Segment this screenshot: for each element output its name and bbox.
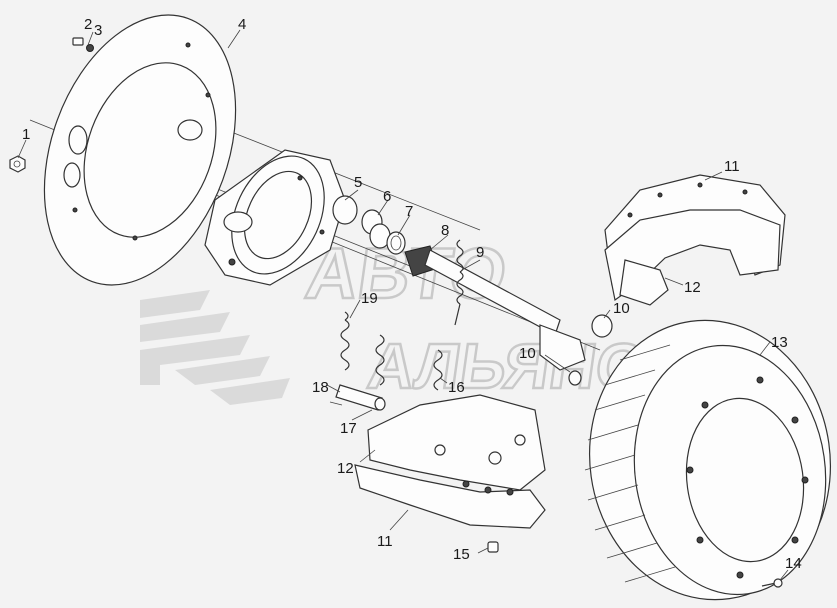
- label-part-11-upper: 11: [724, 158, 740, 175]
- ring-part-7: [386, 231, 406, 255]
- bolt-part-2: [72, 37, 94, 52]
- label-part-16: 16: [448, 379, 465, 396]
- backing-plate: [43, 14, 237, 286]
- leader-lines: [17, 29, 789, 581]
- watermark-text-line1: АВТО: [301, 234, 512, 314]
- lower-brake-shoe: [354, 394, 546, 529]
- upper-brake-shoe: [604, 174, 786, 306]
- label-part-10-lower: 10: [519, 345, 536, 362]
- camshaft-part-8: [404, 245, 586, 371]
- label-part-9: 9: [476, 244, 484, 261]
- label-part-4: 4: [238, 16, 246, 33]
- pin-part-18: [329, 384, 386, 411]
- label-part-12-lower: 12: [337, 460, 354, 477]
- label-part-7: 7: [405, 203, 413, 220]
- brake-drum: [584, 319, 832, 601]
- label-part-17: 17: [340, 420, 357, 437]
- roller-part-10-upper: [591, 314, 613, 338]
- drum-fins: [584, 344, 676, 583]
- label-part-14: 14: [785, 555, 802, 572]
- label-part-6: 6: [383, 188, 391, 205]
- label-part-13: 13: [771, 334, 788, 351]
- label-part-1: 1: [22, 126, 30, 143]
- bolt-part-14: [761, 578, 783, 588]
- label-part-8: 8: [441, 222, 449, 239]
- label-part-5: 5: [354, 174, 362, 191]
- watermark-logo: [140, 290, 290, 405]
- bolt-part-15: [487, 541, 499, 553]
- bushing-part-6: [361, 209, 391, 249]
- nut-part-1: [9, 155, 26, 173]
- label-part-2: 2: [84, 16, 92, 33]
- watermark-text-line2: АЛЬЯНС: [364, 330, 648, 402]
- label-part-15: 15: [453, 546, 470, 563]
- label-part-10-upper: 10: [613, 300, 630, 317]
- label-part-12-upper: 12: [684, 279, 701, 296]
- label-part-3: 3: [94, 22, 102, 39]
- callout-labels: 1 2 3 4 5 6 7 8 9 10 10 11 11 12 12 13 1…: [22, 16, 802, 572]
- label-part-19: 19: [361, 290, 378, 307]
- label-part-18: 18: [312, 379, 329, 396]
- brake-spider: [204, 149, 358, 286]
- springs-part-19: [340, 311, 443, 391]
- spring-part-9: [454, 239, 464, 326]
- roller-part-10-lower: [568, 370, 582, 386]
- label-part-11-lower: 11: [377, 533, 393, 550]
